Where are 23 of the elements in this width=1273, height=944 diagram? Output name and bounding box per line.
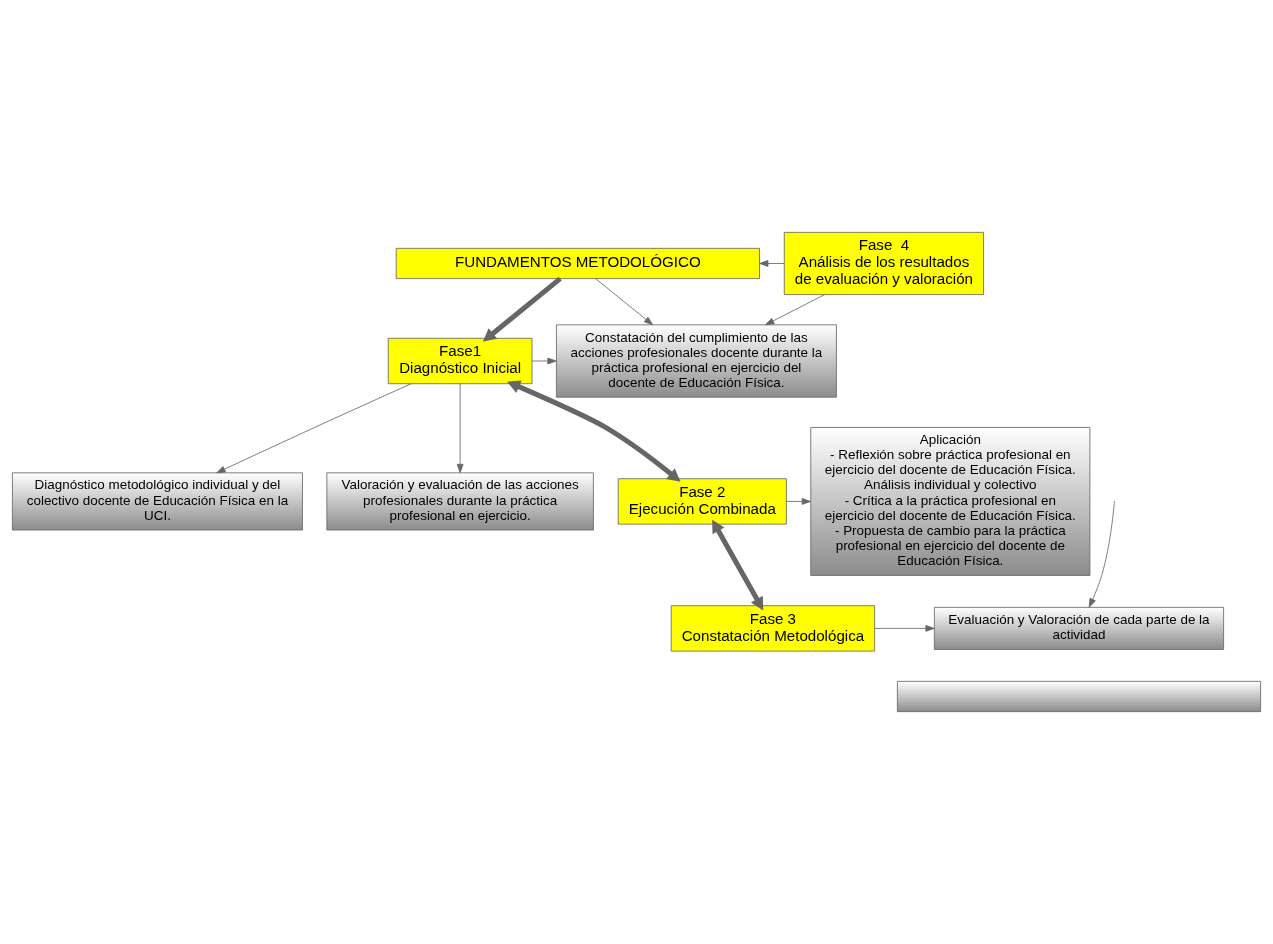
arrow	[482, 276, 562, 342]
node-box: Evaluación y Valoración de cada parte de la actividad	[933, 606, 1225, 650]
arrow	[595, 278, 654, 326]
arrow	[786, 498, 811, 505]
node-box: Fase1 Diagnóstico Inicial	[387, 337, 533, 385]
arrow	[874, 625, 935, 632]
node-box: Valoración y evaluación de las acciones profesionales durante la práctica profesional en ejercicio.	[326, 472, 594, 531]
node-bar	[896, 680, 1262, 713]
node-box: Fase 3 Constatación Metodológica	[670, 605, 876, 652]
arrow	[456, 383, 464, 474]
arrow	[712, 519, 764, 611]
arrow	[531, 357, 557, 365]
node-box: Diagnóstico metodológico individual y del colectivo docente de Educación Física en la UCI.	[11, 472, 303, 531]
node-box: Constatación del cumplimiento de las acciones profesionales docente durante la práctica profesional en ejercicio del docente de Educación Física.	[556, 324, 837, 398]
arrow	[1088, 501, 1115, 608]
node-box: Fase 4 Análisis de los resultados de evaluación y valoración	[783, 231, 984, 295]
arrow	[765, 294, 825, 326]
arrow	[759, 260, 785, 267]
node-box: Fase 2 Ejecución Combinada	[617, 478, 787, 525]
arrow	[507, 380, 681, 482]
node-box: FUNDAMENTOS METODOLÓGICO	[395, 247, 760, 280]
arrow	[216, 383, 412, 474]
node-box: Aplicación - Reflexión sobre práctica profesional en ejercicio del docente de Educación Física. Análisis individual y colectivo - Crítica a la práctica profesional en ejercicio del docente de Educación Física. - Propuesta de cambio para la práctica profesional en ejercicio del docente de Educación Física.	[810, 427, 1091, 576]
